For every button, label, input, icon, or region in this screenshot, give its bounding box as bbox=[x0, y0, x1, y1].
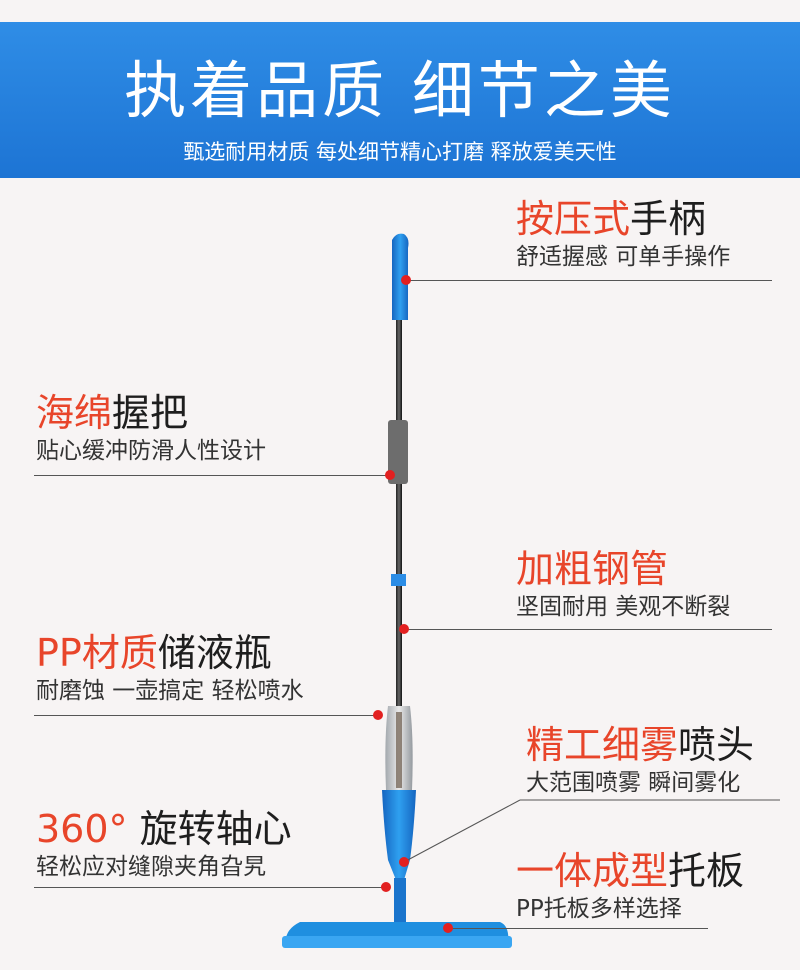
feature-sponge: 海绵握把 贴心缓冲防滑人性设计 bbox=[36, 390, 266, 466]
feature-pipe: 加粗钢管 坚固耐用 美观不断裂 bbox=[516, 546, 730, 622]
feature-desc: 贴心缓冲防滑人性设计 bbox=[36, 438, 266, 464]
feature-title-red: 按压式 bbox=[516, 197, 631, 241]
page-title: 执着品质 细节之美 bbox=[124, 54, 676, 127]
feature-handle: 按压式手柄 舒适握感 可单手操作 bbox=[516, 196, 730, 272]
feature-rotate: 360° 旋转轴心 轻松应对缝隙夹角旮旯 bbox=[36, 806, 292, 882]
mop-pole-lower bbox=[396, 586, 402, 706]
feature-bottle: PP材质储液瓶 耐磨蚀 一壶搞定 轻松喷水 bbox=[36, 630, 304, 706]
leader-line-sponge bbox=[34, 475, 390, 476]
page-subtitle: 甄选耐用材质 每处细节精心打磨 释放爱美天性 bbox=[183, 140, 617, 164]
feature-plate: 一体成型托板 PP托板多样选择 bbox=[516, 848, 744, 924]
marker-dot-plate bbox=[443, 923, 453, 933]
mop-bottle-core bbox=[396, 712, 402, 788]
feature-desc: 轻松应对缝隙夹角旮旯 bbox=[36, 854, 266, 880]
feature-title-dark: 喷头 bbox=[678, 723, 755, 767]
leader-line-bottle bbox=[34, 715, 378, 716]
feature-title-dark: 托板 bbox=[668, 849, 745, 893]
feature-title-red: PP材质 bbox=[36, 631, 158, 675]
marker-dot-rotate bbox=[381, 882, 391, 892]
mop-pole-upper bbox=[396, 320, 402, 420]
feature-title-red: 360° bbox=[36, 807, 128, 851]
feature-title-dark: 握把 bbox=[112, 391, 189, 435]
leader-line-plate bbox=[448, 928, 708, 929]
marker-dot-bottle bbox=[373, 710, 383, 720]
feature-title-red: 精工细雾 bbox=[526, 723, 679, 767]
leader-line-pipe bbox=[404, 629, 772, 630]
feature-title-dark: 储液瓶 bbox=[157, 631, 272, 675]
mop-handle-grip bbox=[392, 233, 409, 320]
mop-pole-middle bbox=[396, 484, 402, 574]
feature-desc: 坚固耐用 美观不断裂 bbox=[516, 594, 731, 620]
feature-title-red: 一体成型 bbox=[516, 849, 669, 893]
marker-dot-pipe bbox=[399, 624, 409, 634]
feature-nozzle: 精工细雾喷头 大范围喷雾 瞬间雾化 bbox=[526, 722, 754, 798]
leader-line-rotate bbox=[34, 887, 386, 888]
feature-title-red: 加粗钢管 bbox=[516, 547, 669, 591]
feature-desc: PP托板多样选择 bbox=[516, 896, 682, 922]
feature-desc: 大范围喷雾 瞬间雾化 bbox=[526, 770, 741, 796]
mop-sponge-grip bbox=[388, 420, 408, 484]
leader-line-handle bbox=[406, 280, 772, 281]
mop-pad bbox=[282, 936, 512, 948]
marker-dot-handle bbox=[401, 275, 411, 285]
feature-desc: 舒适握感 可单手操作 bbox=[516, 244, 731, 270]
header-banner: 执着品质 细节之美 甄选耐用材质 每处细节精心打磨 释放爱美天性 bbox=[0, 22, 800, 178]
mop-blue-ring bbox=[391, 574, 406, 586]
feature-title-red: 海绵 bbox=[36, 391, 113, 435]
feature-title-dark: 旋转轴心 bbox=[127, 807, 292, 851]
marker-dot-sponge bbox=[385, 470, 395, 480]
mop-pivot bbox=[394, 878, 406, 924]
feature-title-dark: 手柄 bbox=[630, 197, 707, 241]
feature-desc: 耐磨蚀 一壶搞定 轻松喷水 bbox=[36, 678, 304, 704]
marker-dot-nozzle bbox=[399, 857, 409, 867]
